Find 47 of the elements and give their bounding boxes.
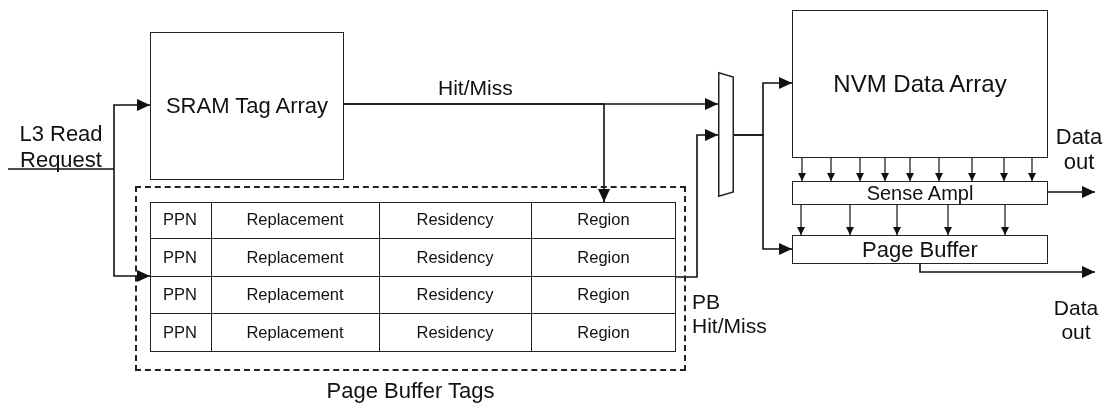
connector-arrow [1000,157,1008,182]
table-cell: Region [531,201,676,239]
table-cell-text: Region [576,322,631,344]
connector-arrow [944,204,952,236]
connector-arrow [893,204,901,236]
block-box: NVM Data Array [792,10,1048,158]
connector-arrow [906,157,914,182]
connector-arrow [919,263,1096,278]
tag-table [150,202,676,352]
signal-label: L3 Read Request [8,112,114,172]
table-cell: PPN [149,239,212,277]
connector-arrow [798,157,806,182]
block-box: Sense Ampl [792,181,1048,205]
connector-arrow [675,129,719,278]
connector-arrow [827,157,835,182]
table-cell: Residency [379,314,532,352]
block-box: SRAM Tag Array [150,32,344,180]
shared-connector-line [7,168,115,170]
table-cell: Residency [379,276,532,314]
block-box: Page Buffer [792,235,1048,264]
table-cell: Replacement [211,276,380,314]
connector-arrow [733,134,793,255]
connector-arrow [113,168,151,282]
table-cell: PPN [149,314,212,352]
table-cell: Region [531,239,676,277]
connector-arrow [343,103,610,203]
signal-label: Data out [1050,124,1108,192]
connector-arrow [881,157,889,182]
table-cell: Replacement [211,239,380,277]
connector-arrow [1047,186,1096,198]
table-cell: Region [531,276,676,314]
connector-arrow [846,204,854,236]
connector-arrow [1001,204,1009,236]
connector-arrow [935,157,943,182]
signal-label: Data out [1048,272,1104,344]
table-cell: Residency [379,201,532,239]
connector-arrow [797,204,805,236]
connector-arrow [968,157,976,182]
table-cell: PPN [149,201,212,239]
group-title: Page Buffer Tags [325,378,496,404]
connector-arrow [856,157,864,182]
connector-arrow [1028,157,1036,182]
table-cell: Replacement [211,314,380,352]
table-cell: Residency [379,239,532,277]
connector-arrow [113,99,151,170]
table-cell: Replacement [211,201,380,239]
table-cell: PPN [149,276,212,314]
